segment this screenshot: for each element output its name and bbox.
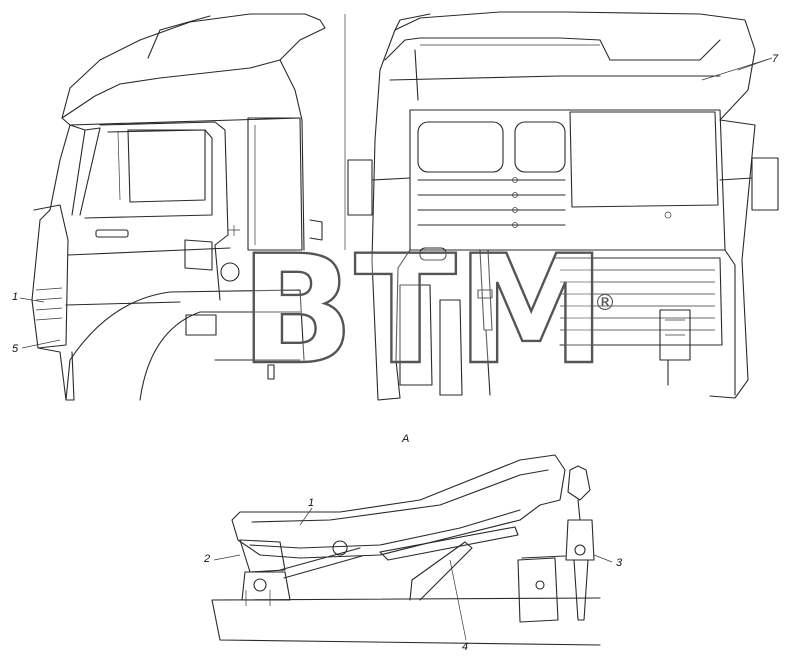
leader-line-5 (21, 339, 61, 349)
cab-rear-view (347, 11, 779, 401)
view-a-title: A (401, 433, 409, 445)
callout-1-detail: 1 (308, 497, 314, 509)
callout-5-side: 5 (12, 343, 19, 355)
cab-side-view (31, 13, 346, 401)
callout-7-rear: 7 (772, 53, 779, 65)
watermark-logo: BTM (240, 224, 606, 398)
callout-2-detail: 2 (203, 553, 210, 565)
detail-view-a (211, 454, 613, 646)
callout-4-detail: 4 (462, 641, 468, 653)
leader-line-1 (19, 297, 45, 303)
callout-1-side: 1 (12, 291, 18, 303)
callout-3-detail: 3 (616, 557, 623, 569)
watermark-registered-mark: ® (594, 291, 616, 316)
